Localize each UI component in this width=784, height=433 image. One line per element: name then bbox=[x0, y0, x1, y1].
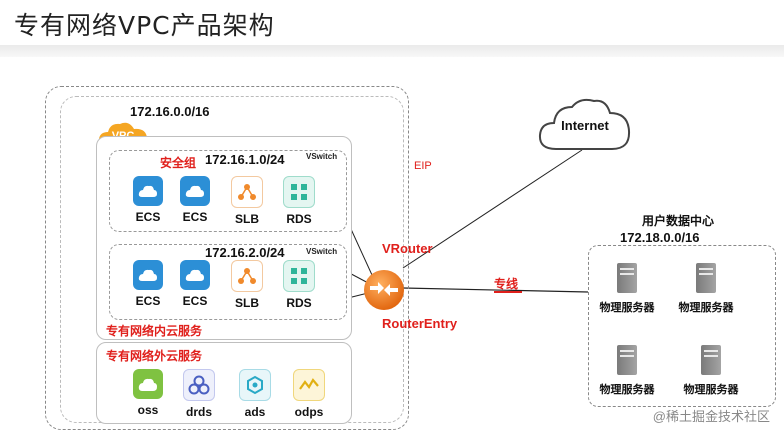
datacenter-box bbox=[588, 245, 776, 407]
server-icon bbox=[617, 345, 637, 375]
subnet-1-node-rds: RDS bbox=[277, 176, 321, 226]
odps-icon bbox=[293, 369, 325, 401]
physical-server-3: 物理服务器 bbox=[577, 345, 677, 397]
server-label: 物理服务器 bbox=[678, 302, 734, 314]
node-label: oss bbox=[137, 403, 159, 417]
outer-service-odps: odps bbox=[287, 369, 331, 419]
slb-icon bbox=[231, 260, 263, 292]
node-label: SLB bbox=[235, 296, 259, 310]
outer-service-drds: drds bbox=[177, 369, 221, 419]
vpc-cidr: 172.16.0.0/16 bbox=[130, 104, 210, 119]
rds-icon bbox=[283, 260, 315, 292]
node-label: RDS bbox=[286, 212, 312, 226]
subnet-2-node-ecs-2: ECS bbox=[173, 260, 217, 308]
server-label: 物理服务器 bbox=[599, 302, 655, 314]
node-label: drds bbox=[185, 405, 212, 419]
dedicated-line-label: 专线 bbox=[494, 277, 519, 291]
internet-label: Internet bbox=[561, 118, 609, 133]
router-entry-label: RouterEntry bbox=[382, 316, 458, 331]
node-label: ECS bbox=[182, 294, 208, 308]
subnet-2-box bbox=[109, 244, 347, 320]
page-title: 专有网络VPC产品架构 bbox=[14, 11, 275, 40]
outer-service-ads: ads bbox=[233, 369, 277, 419]
slb-icon bbox=[231, 176, 263, 208]
datacenter-cidr: 172.18.0.0/16 bbox=[620, 230, 700, 245]
vrouter-label: VRouter bbox=[382, 241, 433, 256]
node-label: RDS bbox=[286, 296, 312, 310]
rds-icon bbox=[283, 176, 315, 208]
node-label: ECS bbox=[135, 210, 161, 224]
subnet-2-cidr: 172.16.2.0/24 bbox=[205, 245, 285, 260]
subnet-2-node-ecs-1: ECS bbox=[126, 260, 170, 308]
server-icon bbox=[617, 263, 637, 293]
server-label: 物理服务器 bbox=[599, 384, 655, 396]
internet-cloud-icon: Internet bbox=[536, 93, 634, 155]
subnet-2-switch: VSwitch bbox=[306, 247, 338, 256]
ecs-icon bbox=[133, 176, 163, 206]
ads-icon bbox=[239, 369, 271, 401]
inner-services-label: 专有网络内云服务 bbox=[106, 324, 203, 338]
drds-icon bbox=[183, 369, 215, 401]
subnet-1-node-ecs-2: ECS bbox=[173, 176, 217, 224]
subnet-1-node-ecs-1: ECS bbox=[126, 176, 170, 224]
subnet-1-switch: VSwitch bbox=[306, 152, 338, 161]
physical-server-1: 物理服务器 bbox=[577, 263, 677, 315]
subnet-1-cidr: 172.16.1.0/24 bbox=[205, 152, 285, 167]
inner-services-box bbox=[96, 136, 352, 340]
datacenter-title: 用户数据中心 bbox=[642, 214, 715, 228]
subnet-2-node-slb: SLB bbox=[225, 260, 269, 310]
server-label: 物理服务器 bbox=[683, 384, 739, 396]
physical-server-2: 物理服务器 bbox=[656, 263, 756, 315]
eip-label: EIP bbox=[414, 160, 432, 172]
outer-services-label: 专有网络外云服务 bbox=[106, 349, 203, 363]
vpc-region bbox=[45, 86, 409, 430]
ecs-icon bbox=[133, 260, 163, 290]
node-label: ECS bbox=[135, 294, 161, 308]
physical-server-4: 物理服务器 bbox=[661, 345, 761, 397]
watermark: @稀土掘金技术社区 bbox=[652, 409, 770, 424]
node-label: ECS bbox=[182, 210, 208, 224]
security-group-label: 安全组 bbox=[160, 156, 197, 170]
node-label: SLB bbox=[235, 212, 259, 226]
server-icon bbox=[701, 345, 721, 375]
subnet-2-node-rds: RDS bbox=[277, 260, 321, 310]
oss-icon bbox=[133, 369, 163, 399]
ecs-icon bbox=[180, 176, 210, 206]
router-icon bbox=[362, 268, 406, 312]
title-divider bbox=[0, 45, 784, 57]
subnet-1-node-slb: SLB bbox=[225, 176, 269, 226]
subnet-1-box bbox=[109, 150, 347, 232]
ecs-icon bbox=[180, 260, 210, 290]
server-icon bbox=[696, 263, 716, 293]
node-label: odps bbox=[294, 405, 324, 419]
node-label: ads bbox=[244, 405, 266, 419]
outer-service-oss: oss bbox=[126, 369, 170, 417]
